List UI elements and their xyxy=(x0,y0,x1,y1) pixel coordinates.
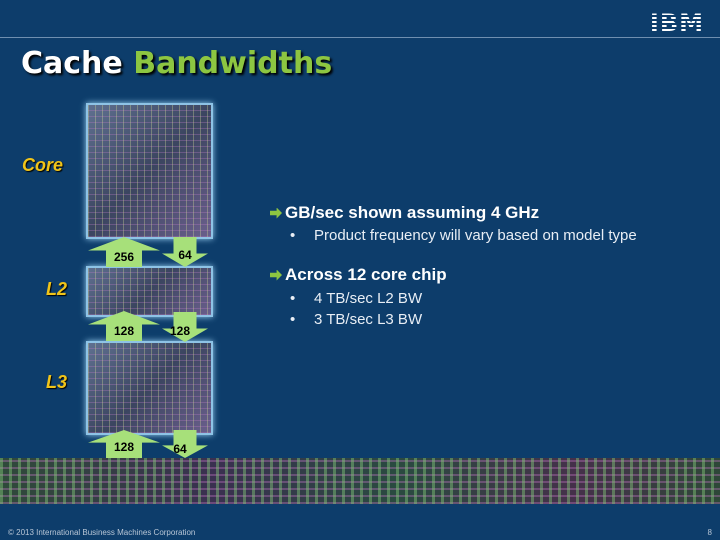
bandwidth-label-l2-l3-down: 128 xyxy=(169,324,191,338)
sub-bullet-l2: • 4 TB/sec L2 BW xyxy=(290,290,422,307)
bullet-dot-icon: • xyxy=(290,311,296,328)
bullet-frequency: GB/sec shown assuming 4 GHz xyxy=(270,203,539,223)
bullet-chip: Across 12 core chip xyxy=(270,265,447,285)
bandwidth-label-l2-l3-up: 128 xyxy=(113,324,135,338)
page-number: 8 xyxy=(707,528,712,537)
sub-bullet-frequency: • Product frequency will vary based on mo… xyxy=(290,227,637,244)
ibm-logo: IBM xyxy=(649,9,704,37)
level-label-core: Core xyxy=(22,155,64,175)
l2-die-image xyxy=(86,266,213,317)
bullet-chip-text: Across 12 core chip xyxy=(285,265,447,284)
copyright-footer: © 2013 International Business Machines C… xyxy=(8,528,196,537)
sub-bullet-text: Product frequency will vary based on mod… xyxy=(314,227,637,244)
sub-bullet-l3: • 3 TB/sec L3 BW xyxy=(290,311,422,328)
chip-die-strip-image xyxy=(0,458,720,504)
bullet-dot-icon: • xyxy=(290,290,296,307)
bandwidth-label-l3-up: 128 xyxy=(113,440,135,454)
header-rule xyxy=(0,37,720,38)
sub-bullet-text: 4 TB/sec L2 BW xyxy=(314,290,423,307)
arrow-bullet-icon xyxy=(270,207,282,219)
title-part-2: Bandwidths xyxy=(133,46,333,81)
level-label-l2: L2 xyxy=(46,279,68,299)
bullet-dot-icon: • xyxy=(290,227,296,244)
slide-title: Cache Bandwidths xyxy=(21,46,332,81)
arrow-bullet-icon xyxy=(270,269,282,281)
title-part-1: Cache xyxy=(21,46,123,81)
core-die-image xyxy=(86,103,213,239)
bandwidth-label-core-l2-up: 256 xyxy=(113,250,135,264)
bandwidth-label-core-l2-down: 64 xyxy=(178,248,192,262)
bandwidth-label-l3-down: 64 xyxy=(173,442,187,456)
bullet-frequency-text: GB/sec shown assuming 4 GHz xyxy=(285,203,540,222)
sub-bullet-text: 3 TB/sec L3 BW xyxy=(314,311,423,328)
l3-die-image xyxy=(86,341,213,435)
level-label-l3: L3 xyxy=(46,372,68,392)
